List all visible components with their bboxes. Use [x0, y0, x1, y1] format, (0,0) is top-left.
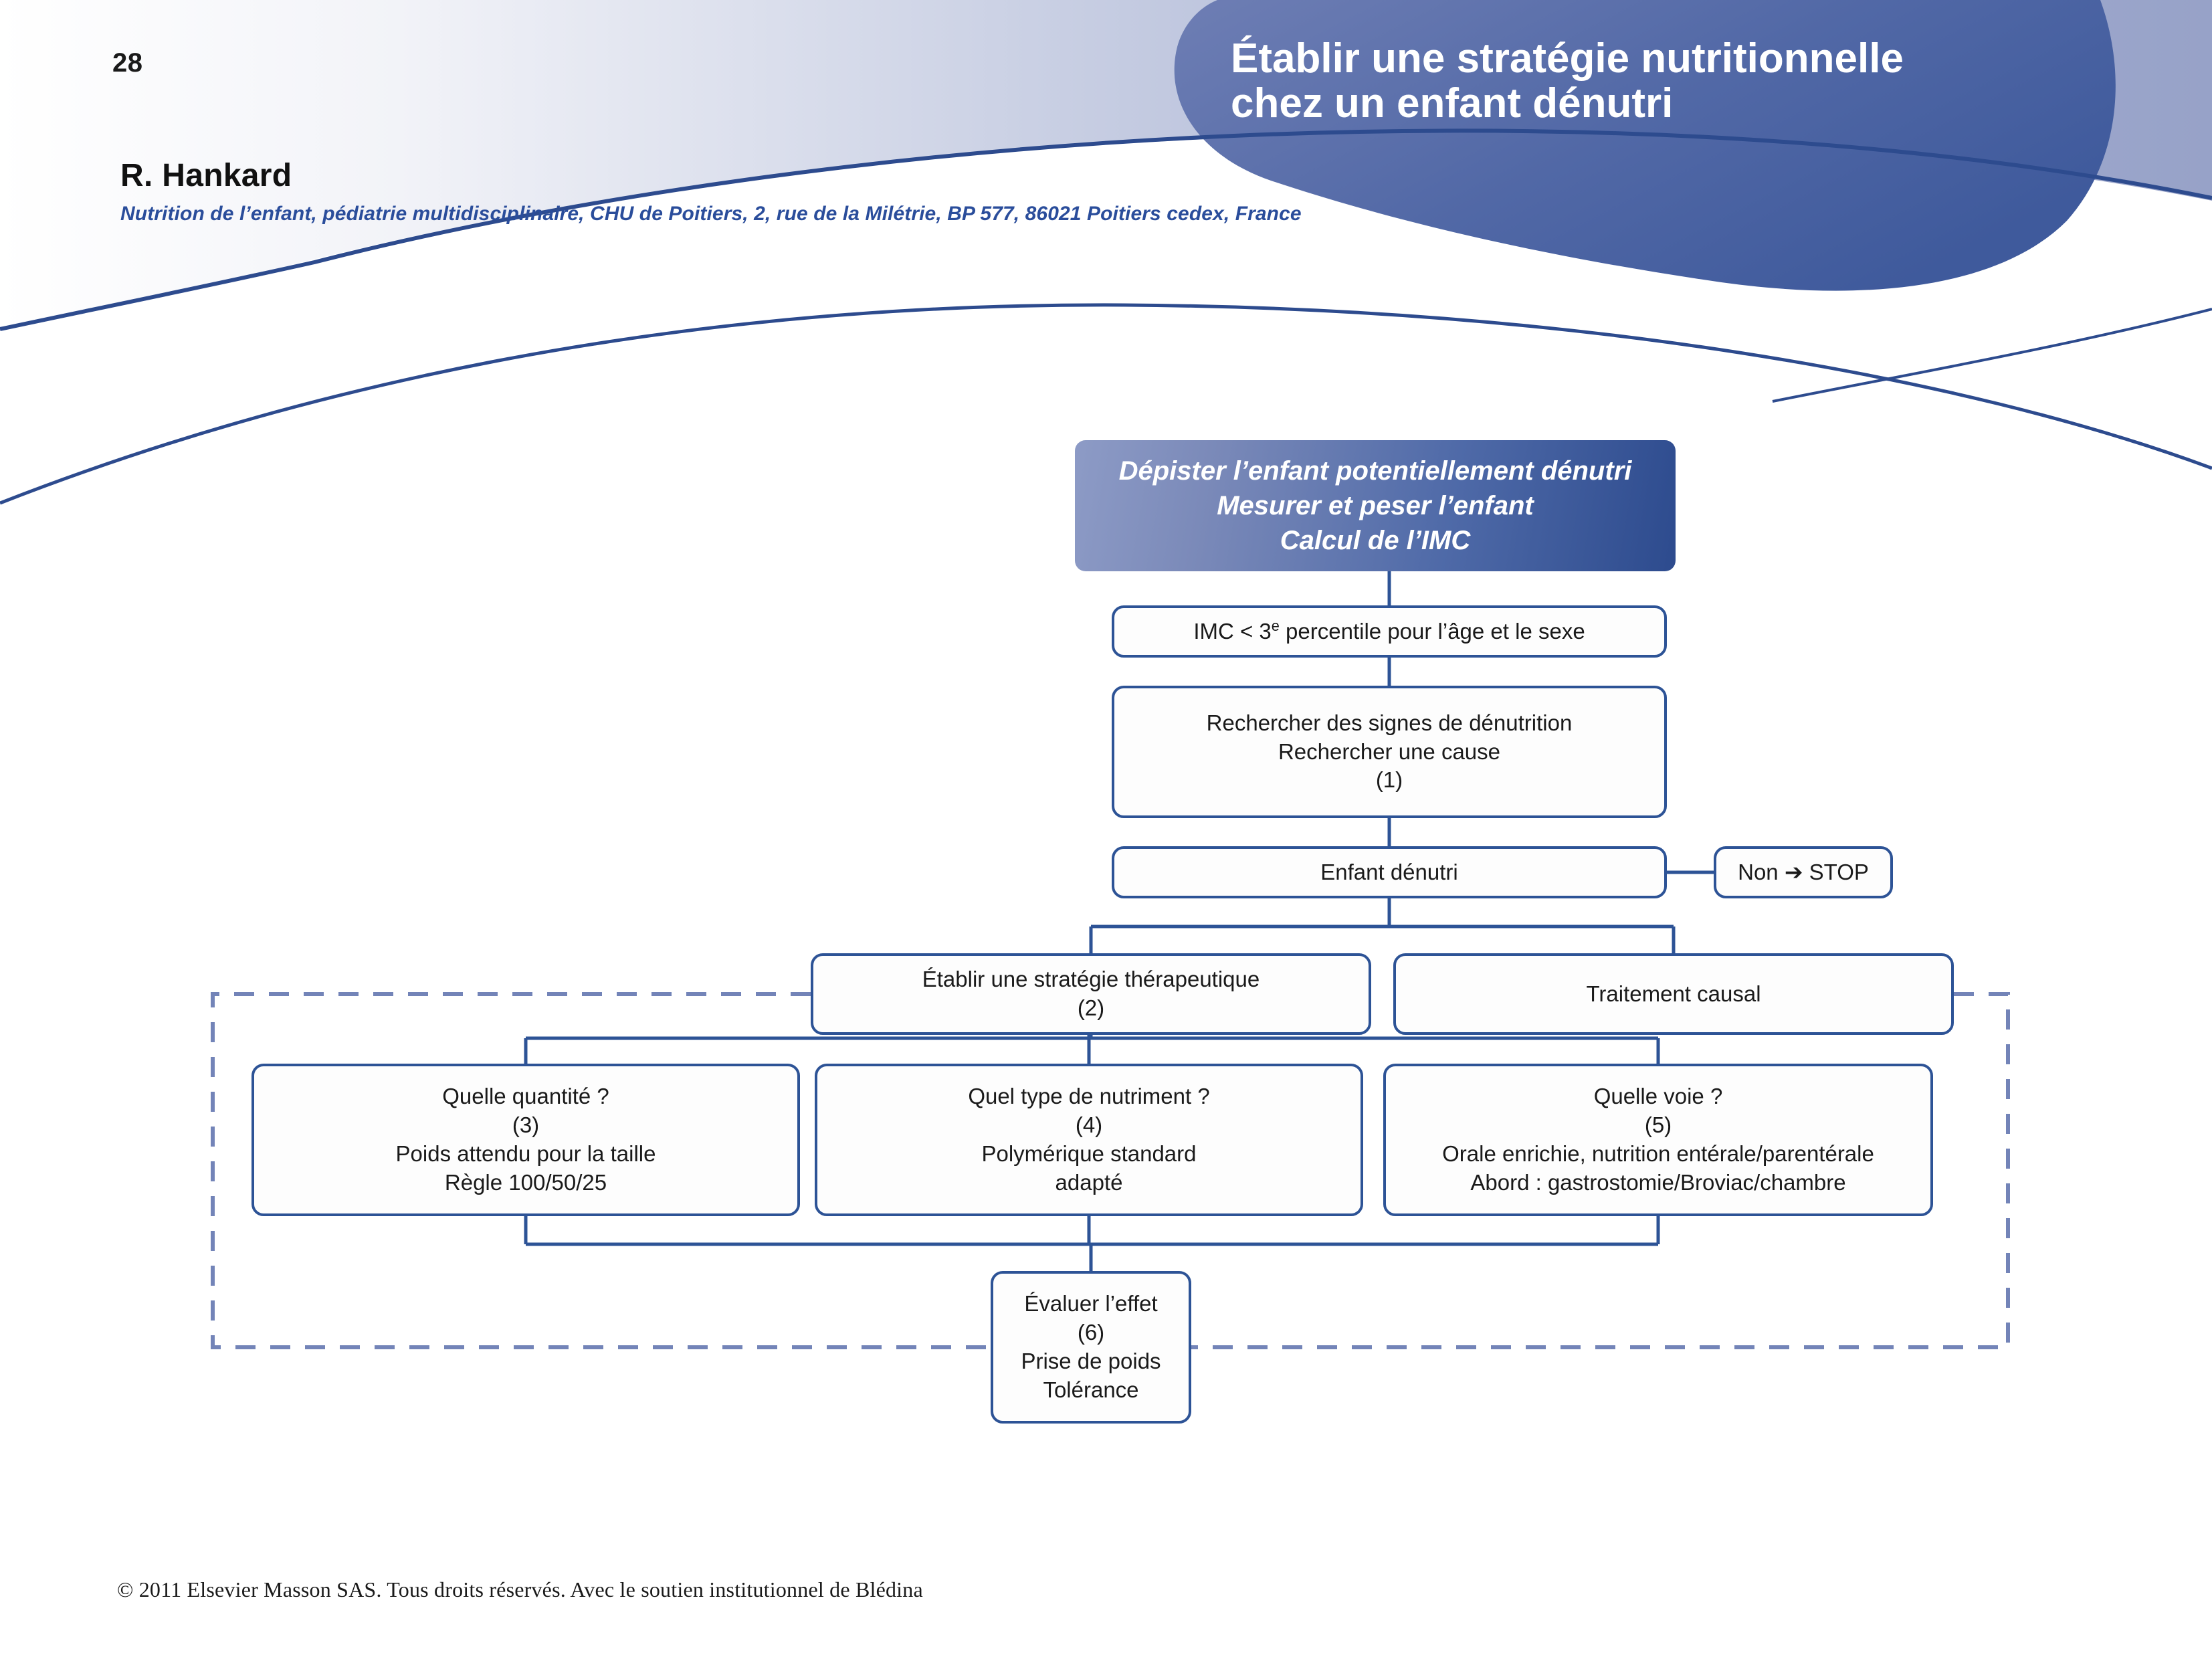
node-quel-type-nutriment-line-1: Quel type de nutriment ?	[968, 1084, 1210, 1109]
node-enfant-denutri-label: Enfant dénutri	[1320, 859, 1458, 884]
node-strategie-ref: (2)	[1077, 995, 1105, 1020]
node-evaluer-effet-ref: (6)	[1077, 1320, 1105, 1345]
node-depistage[interactable]: Dépister l’enfant potentiellement dénutr…	[1075, 440, 1676, 571]
node-evaluer-effet-line-4: Tolérance	[1043, 1377, 1139, 1402]
node-rechercher-signes-line-1: Rechercher des signes de dénutrition	[1206, 710, 1573, 735]
node-traitement-causal[interactable]: Traitement causal	[1393, 953, 1954, 1035]
footer-copyright: © 2011 Elsevier Masson SAS. Tous droits …	[117, 1577, 923, 1601]
node-imc-superscript: e	[1271, 617, 1280, 634]
node-rechercher-signes-line-2: Rechercher une cause	[1278, 739, 1500, 764]
node-evaluer-effet-line-1: Évaluer l’effet	[1024, 1291, 1158, 1316]
author-affiliation: Nutrition de l’enfant, pédiatrie multidi…	[120, 203, 1302, 225]
node-quel-type-nutriment-line-3: Polymérique standard	[981, 1141, 1197, 1166]
node-quel-type-nutriment-line-4: adapté	[1055, 1169, 1123, 1195]
node-depistage-line-3: Calcul de l’IMC	[1280, 526, 1471, 555]
node-evaluer-effet[interactable]: Évaluer l’effet (6) Prise de poids Tolér…	[991, 1271, 1191, 1424]
node-quelle-quantite-line-1: Quelle quantité ?	[442, 1084, 609, 1109]
node-imc-suffix: percentile pour l’âge et le sexe	[1279, 618, 1585, 644]
node-evaluer-effet-line-3: Prise de poids	[1021, 1349, 1161, 1373]
page-title-line-1: Établir une stratégie nutritionnelle	[1231, 35, 1904, 82]
author-name: R. Hankard	[120, 158, 292, 193]
node-quelle-quantite-line-3: Poids attendu pour la taille	[395, 1141, 656, 1166]
node-rechercher-signes[interactable]: Rechercher des signes de dénutrition Rec…	[1112, 686, 1667, 818]
page-title: Établir une stratégie nutritionnelle che…	[1231, 35, 2100, 126]
page-title-line-2: chez un enfant dénutri	[1231, 80, 1674, 126]
node-depistage-line-1: Dépister l’enfant potentiellement dénutr…	[1118, 456, 1632, 486]
node-quel-type-nutriment[interactable]: Quel type de nutriment ? (4) Polymérique…	[815, 1064, 1363, 1216]
node-imc-prefix: IMC < 3	[1193, 618, 1272, 644]
node-rechercher-signes-ref: (1)	[1375, 767, 1403, 793]
node-non-stop-label: Non ➔ STOP	[1738, 859, 1869, 884]
node-imc-criterion[interactable]: IMC < 3e percentile pour l’âge et le sex…	[1112, 605, 1667, 658]
node-quelle-voie-line-4: Abord : gastrostomie/Broviac/chambre	[1470, 1169, 1846, 1195]
node-quelle-voie-ref: (5)	[1644, 1112, 1672, 1138]
node-quelle-quantite-line-4: Règle 100/50/25	[444, 1169, 607, 1195]
node-quelle-quantite-ref: (3)	[512, 1112, 540, 1138]
node-traitement-causal-label: Traitement causal	[1586, 981, 1761, 1006]
node-quelle-voie-line-3: Orale enrichie, nutrition entérale/paren…	[1442, 1141, 1874, 1166]
node-non-stop[interactable]: Non ➔ STOP	[1714, 846, 1893, 898]
node-quel-type-nutriment-ref: (4)	[1075, 1112, 1103, 1138]
node-quelle-quantite[interactable]: Quelle quantité ? (3) Poids attendu pour…	[252, 1064, 800, 1216]
page-number: 28	[112, 48, 143, 78]
node-quelle-voie[interactable]: Quelle voie ? (5) Orale enrichie, nutrit…	[1383, 1064, 1933, 1216]
node-depistage-line-2: Mesurer et peser l’enfant	[1217, 491, 1534, 520]
node-quelle-voie-line-1: Quelle voie ?	[1593, 1084, 1723, 1109]
node-enfant-denutri[interactable]: Enfant dénutri	[1112, 846, 1667, 898]
node-strategie-line-1: Établir une stratégie thérapeutique	[922, 967, 1260, 992]
node-strategie-therapeutique[interactable]: Établir une stratégie thérapeutique (2)	[811, 953, 1371, 1035]
